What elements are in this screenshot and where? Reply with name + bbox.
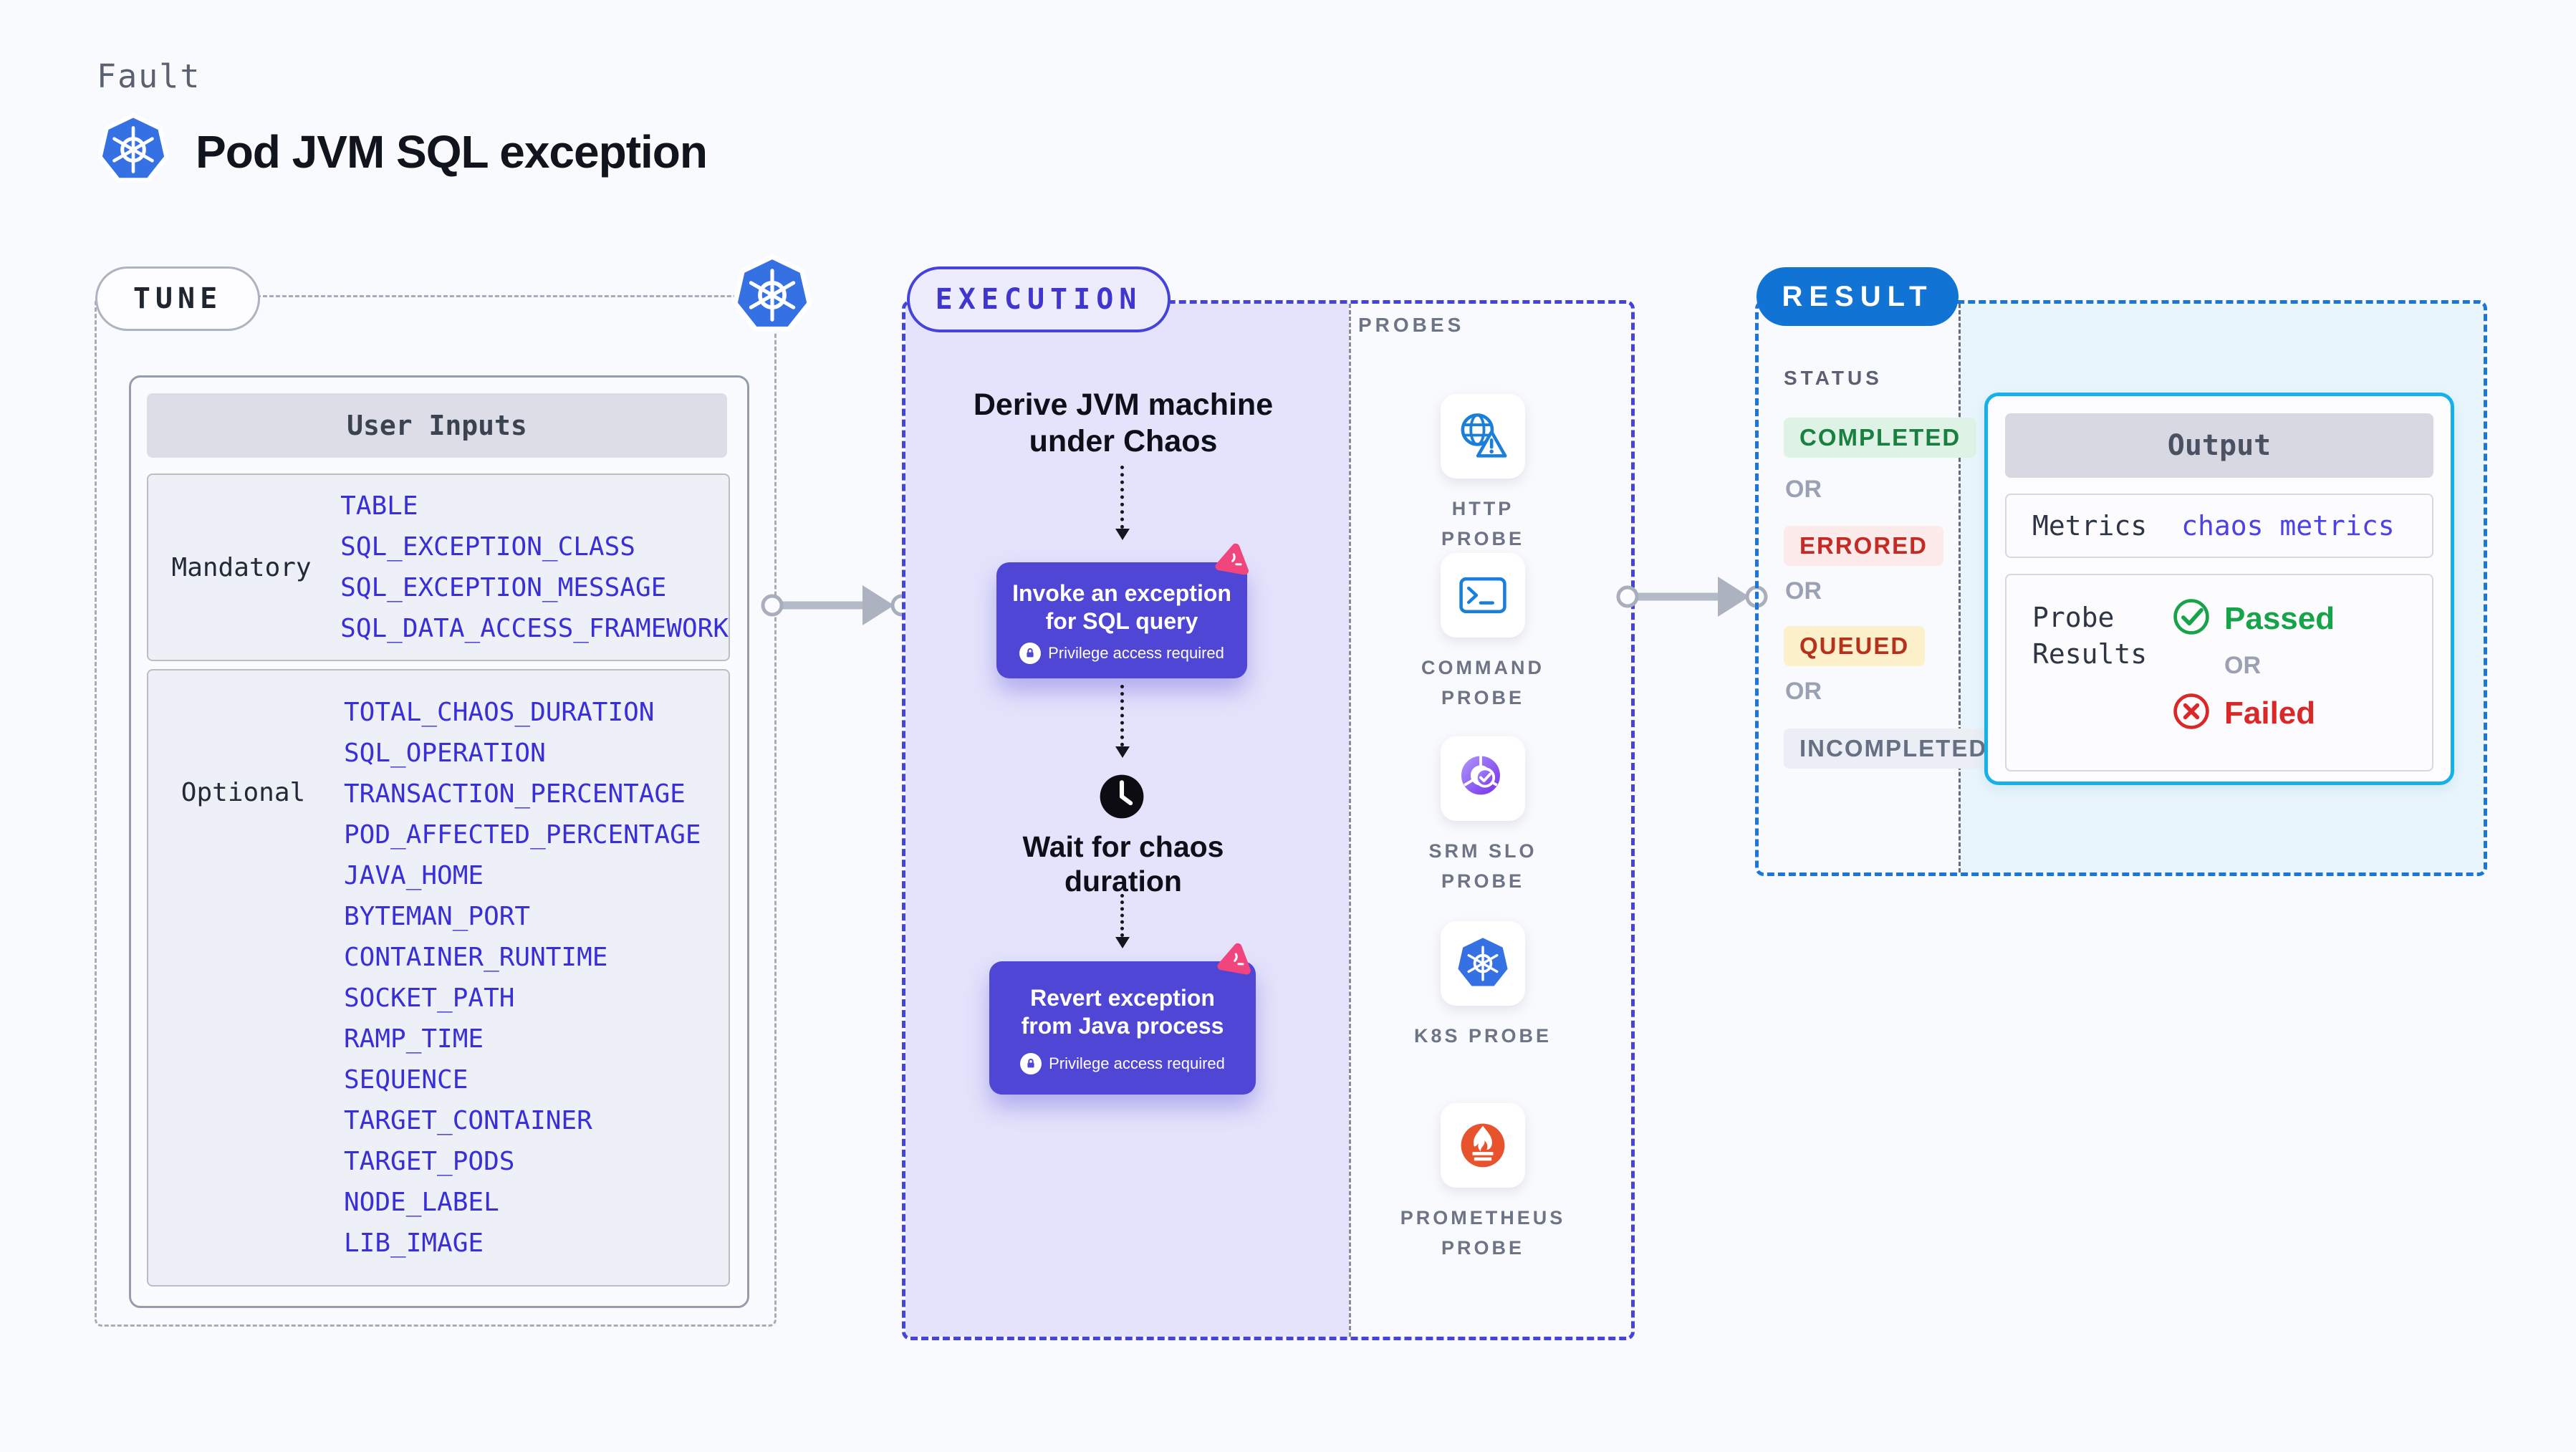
status-badge-errored: ERRORED (1784, 526, 1944, 566)
clock-icon (1095, 769, 1149, 827)
result-section-pill: RESULT (1756, 267, 1959, 326)
tune-section-box (95, 295, 777, 1327)
input-variable: TOTAL_CHAOS_DURATION (344, 698, 655, 727)
input-variable: TARGET_CONTAINER (344, 1106, 592, 1135)
status-badge-incompleted: INCOMPLETED (1784, 729, 2004, 769)
status-or-separator: OR (1785, 678, 1822, 705)
title-row: Pod JVM SQL exception (97, 113, 708, 190)
input-variable: SQL_EXCEPTION_MESSAGE (340, 573, 667, 602)
execution-section-box (902, 300, 1635, 1340)
failed-text: Failed (2224, 695, 2316, 731)
step-title: Revert exception from Java process (1021, 985, 1224, 1039)
flow-arrow-down (1115, 466, 1130, 540)
result-status-divider (1959, 304, 1961, 872)
failed-x-icon (2171, 691, 2211, 735)
input-variable: SQL_EXCEPTION_CLASS (340, 532, 635, 562)
probe-label: COMMAND PROBE (1421, 657, 1544, 708)
probe-item-prometheus: PROMETHEUS PROBE (1400, 1103, 1562, 1264)
input-variable: JAVA_HOME (344, 861, 484, 890)
input-variable: LIB_IMAGE (344, 1229, 484, 1258)
status-or-separator: OR (1785, 476, 1822, 503)
input-variable: RAMP_TIME (344, 1024, 484, 1054)
probe-item-command: COMMAND PROBE (1408, 553, 1558, 713)
kubernetes-icon (1441, 921, 1525, 1006)
litmus-chaos-icon (1215, 542, 1251, 581)
metrics-value: chaos metrics (2181, 510, 2395, 542)
probe-item-k8s: K8S PROBE (1408, 921, 1558, 1052)
probe-results-label: Probe Results (2032, 602, 2148, 670)
failed-line: Failed (2171, 691, 2432, 735)
wait-step-text: Wait for chaos duration (1022, 830, 1224, 898)
status-column-label: STATUS (1784, 367, 1883, 389)
execution-probes-divider (1349, 304, 1351, 1337)
probe-label: HTTP PROBE (1441, 498, 1525, 549)
user-inputs-header: User Inputs (147, 393, 727, 458)
privilege-badge: Privilege access required (1011, 643, 1233, 665)
page-title: Pod JVM SQL exception (196, 125, 708, 178)
privilege-badge: Privilege access required (1004, 1053, 1241, 1075)
passed-line: Passed (2171, 597, 2432, 640)
status-or-separator: OR (1785, 577, 1822, 605)
probe-label: SRM SLO PROBE (1428, 840, 1537, 892)
litmus-chaos-icon (1217, 941, 1254, 981)
tune-to-execution-arrow (761, 585, 913, 625)
input-variable: TABLE (340, 491, 418, 521)
passed-check-icon (2171, 597, 2211, 640)
kubernetes-icon (731, 254, 813, 340)
input-variable: SOCKET_PATH (344, 984, 515, 1013)
input-variable: SQL_OPERATION (344, 739, 546, 768)
probe-item-http: HTTP PROBE (1408, 394, 1558, 554)
kubernetes-icon (97, 113, 170, 190)
derive-step-text: Derive JVM machine under Chaos (973, 388, 1274, 458)
probe-label: PROMETHEUS PROBE (1400, 1207, 1566, 1259)
mandatory-items: TABLE SQL_EXCEPTION_CLASS SQL_EXCEPTION_… (335, 475, 729, 660)
tune-section-pill: TUNE (95, 266, 260, 331)
execution-flow-panel (905, 304, 1349, 1337)
input-variable: POD_AFFECTED_PERCENTAGE (344, 820, 701, 850)
srm-slo-probe-icon (1441, 736, 1525, 821)
input-variable: SQL_DATA_ACCESS_FRAMEWORK (340, 614, 729, 643)
lock-icon (1019, 643, 1042, 665)
step-title: Invoke an exception for SQL query (1012, 580, 1231, 635)
execution-section-pill: EXECUTION (907, 266, 1171, 332)
status-badge-completed: COMPLETED (1784, 418, 1977, 458)
fault-eyebrow: Fault (97, 57, 201, 95)
status-badge-queued: QUEUED (1784, 626, 1926, 666)
mandatory-inputs-group: Mandatory TABLE SQL_EXCEPTION_CLASS SQL_… (147, 473, 730, 661)
passed-text: Passed (2224, 600, 2335, 636)
probe-label: K8S PROBE (1413, 1025, 1552, 1047)
input-variable: TRANSACTION_PERCENTAGE (344, 779, 686, 809)
input-variable: BYTEMAN_PORT (344, 902, 531, 931)
probe-item-srm-slo: SRM SLO PROBE (1408, 736, 1558, 897)
mandatory-label: Mandatory (171, 552, 312, 582)
http-probe-icon (1441, 394, 1525, 479)
probe-results-row: Probe Results Passed OR (2005, 574, 2433, 771)
optional-inputs-group: Optional TOTAL_CHAOS_DURATION SQL_OPERAT… (147, 669, 730, 1287)
probe-results-values: Passed OR Failed (2171, 575, 2432, 770)
output-card: Output Metrics chaos metrics Probe Resul… (1984, 393, 2454, 785)
optional-label: Optional (181, 778, 306, 807)
prometheus-icon (1441, 1103, 1525, 1188)
revert-exception-step: Revert exception from Java process Privi… (989, 961, 1256, 1095)
input-variable: SEQUENCE (344, 1065, 468, 1095)
probes-column-label: PROBES (1358, 314, 1465, 336)
invoke-exception-step: Invoke an exception for SQL query Privil… (996, 562, 1247, 678)
flow-arrow-down (1115, 894, 1130, 948)
execution-to-result-arrow (1616, 577, 1768, 617)
command-probe-icon (1441, 553, 1525, 638)
flow-arrow-down (1115, 685, 1130, 758)
input-variable: TARGET_PODS (344, 1147, 515, 1176)
optional-items: TOTAL_CHAOS_DURATION SQL_OPERATION TRANS… (338, 670, 729, 1285)
input-variable: NODE_LABEL (344, 1188, 499, 1217)
metrics-label: Metrics (2032, 510, 2148, 542)
input-variable: CONTAINER_RUNTIME (344, 943, 608, 972)
metrics-row: Metrics chaos metrics (2005, 494, 2433, 558)
output-card-header: Output (2005, 413, 2433, 478)
output-or-separator: OR (2224, 652, 2261, 679)
lock-icon (1020, 1053, 1042, 1075)
